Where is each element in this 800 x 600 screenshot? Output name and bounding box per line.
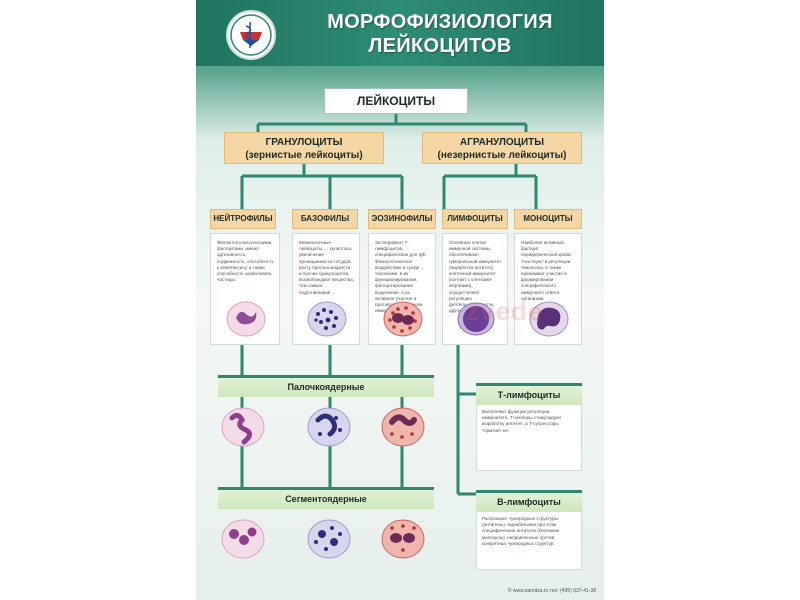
granulocytes-subtitle: (зернистые лейкоциты) <box>245 150 363 161</box>
segmented-neutrophils-bar: Сегментоядерные <box>218 487 434 509</box>
leukocytes-root-box: ЛЕЙКОЦИТЫ <box>324 88 468 114</box>
poster: МОРФОФИЗИОЛОГИЯ ЛЕЙКОЦИТОВ ЛЕЙКОЦИТЫ ГРА… <box>196 0 604 600</box>
t-lymphocytes-box: Т-лимфоциты Выполняют функции регуляции … <box>476 383 582 471</box>
band-eosinophil-cell-image <box>381 407 425 447</box>
neutrophils-card: Являются классическими фагоцитами, имеют… <box>210 233 280 345</box>
segmented-neutrophil-cell-image <box>221 519 265 559</box>
segmented-basophil-cell-image <box>307 519 351 559</box>
lymphocyte-cell-image <box>457 302 495 336</box>
eosinophil-cell-image <box>383 301 423 337</box>
agranulocytes-box: АГРАНУЛОЦИТЫ (незернистые лейкоциты) <box>422 132 582 164</box>
basophil-cell-image <box>307 301 347 337</box>
agranulocytes-title: АГРАНУЛОЦИТЫ <box>459 137 545 148</box>
monocytes-card: Наиболее активный фагоцит периферической… <box>514 233 582 345</box>
monocytes-description: Наиболее активный фагоцит периферической… <box>521 240 572 301</box>
neutrophils-description: Являются классическими фагоцитами, имеют… <box>217 240 274 283</box>
segmented-eosinophil-cell-image <box>381 519 425 559</box>
granulocytes-title: ГРАНУЛОЦИТЫ <box>265 137 343 148</box>
agranulocytes-subtitle: (незернистые лейкоциты) <box>437 150 567 161</box>
neutrophil-cell-image <box>226 301 266 337</box>
b-lymphocytes-box: В-лимфоциты Распознают чужеродные структ… <box>476 490 582 570</box>
basophils-description: Межклеточные лейкоциты, ... кровотока, у… <box>299 240 354 295</box>
page-title: МОРФОФИЗИОЛОГИЯ ЛЕЙКОЦИТОВ <box>280 10 600 58</box>
band-basophil-cell-image <box>307 407 351 447</box>
granulocytes-box: ГРАНУЛОЦИТЫ (зернистые лейкоциты) <box>224 132 384 164</box>
band-neutrophils-bar: Палочкоядерные <box>218 375 434 397</box>
lymphocytes-card: Основные клетки иммунной системы, обеспе… <box>442 233 508 345</box>
b-lymphocytes-title: В-лимфоциты <box>476 490 582 512</box>
t-lymphocytes-description: Выполняют функции регуляции иммунитета. … <box>476 405 582 471</box>
lymphocyte-connector <box>456 345 476 496</box>
publisher-footer: © www.zarnitza.ru тел: (495) 937-41-38 <box>507 588 596 594</box>
poster-header: МОРФОФИЗИОЛОГИЯ ЛЕЙКОЦИТОВ <box>196 0 604 66</box>
title-line-2: ЛЕЙКОЦИТОВ <box>368 35 512 57</box>
b-lymphocytes-description: Распознают чужеродные структуры (антиген… <box>476 512 582 570</box>
watermark: zvede <box>466 296 544 326</box>
root-connector <box>256 114 528 132</box>
granulocyte-connector <box>240 164 404 209</box>
t-lymphocytes-title: Т-лимфоциты <box>476 383 582 405</box>
bowl-of-hygieia-logo <box>226 10 276 60</box>
monocytes-header: МОНОЦИТЫ <box>514 209 582 229</box>
basophils-card: Межклеточные лейкоциты, ... кровотока, у… <box>292 233 360 345</box>
agranulocyte-connector <box>442 164 538 209</box>
eosinophils-header: ЭОЗИНОФИЛЫ <box>368 209 436 229</box>
monocyte-cell-image <box>529 301 569 337</box>
eosinophils-card: Эксперимент Т-лимфоцитов, специфические … <box>368 233 436 345</box>
lymphocytes-header: ЛИМФОЦИТЫ <box>442 209 508 229</box>
band-neutrophil-cell-image <box>221 407 265 447</box>
basophils-header: БАЗОФИЛЫ <box>292 209 358 229</box>
title-line-1: МОРФОФИЗИОЛОГИЯ <box>327 11 553 33</box>
neutrophils-header: НЕЙТРОФИЛЫ <box>210 209 276 229</box>
